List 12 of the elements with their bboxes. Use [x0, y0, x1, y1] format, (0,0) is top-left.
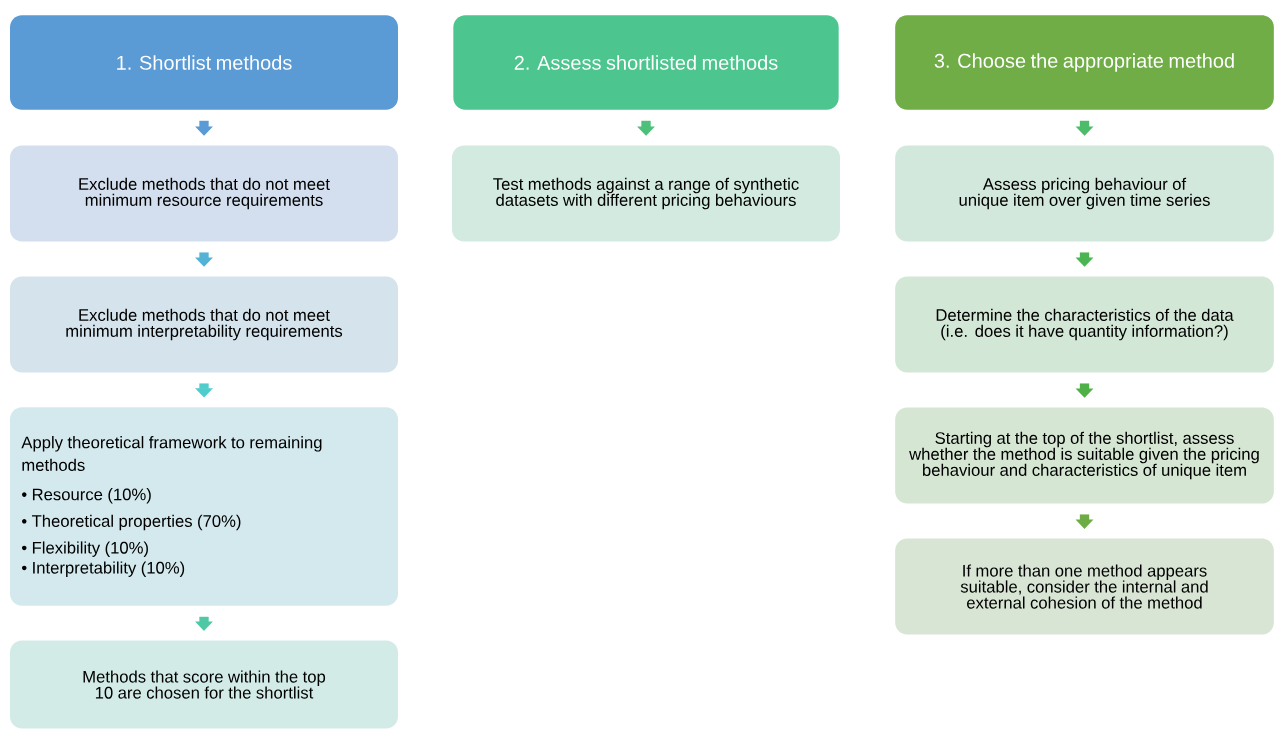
header-box: 3. Choose the appropriate method	[895, 15, 1274, 110]
step-box: Starting at the top of the shortlist, assess whether the method is suitable given the pricing behaviour and characteristics of unique item	[895, 407, 1274, 504]
step-box: Assess pricing behaviour of unique item over given time series	[895, 145, 1274, 242]
step-box: Exclude methods that do not meet minimum resource requirements	[10, 145, 398, 242]
step-box: Determine the characteristics of the data (i.e. does it have quantity information?)	[895, 276, 1274, 373]
step-box: If more than one method appears suitable, consider the internal and external cohesion of the method	[895, 538, 1274, 635]
step-box: Test methods against a range of synthetic datasets with different pricing behaviours	[452, 145, 840, 242]
step-box: Methods that score within the top 10 are chosen for the shortlist	[10, 640, 398, 729]
header-box: 1. Shortlist methods	[10, 15, 398, 110]
step-box: Apply theoretical framework to remaining methods • Resource (10%) • Theoretical properties (70%) • Flexibility (10%) • Interpretability (10%)	[10, 407, 398, 606]
header-box: 2. Assess shortlisted methods	[453, 15, 839, 110]
step-box: Exclude methods that do not meet minimum interpretability requirements	[10, 276, 398, 373]
